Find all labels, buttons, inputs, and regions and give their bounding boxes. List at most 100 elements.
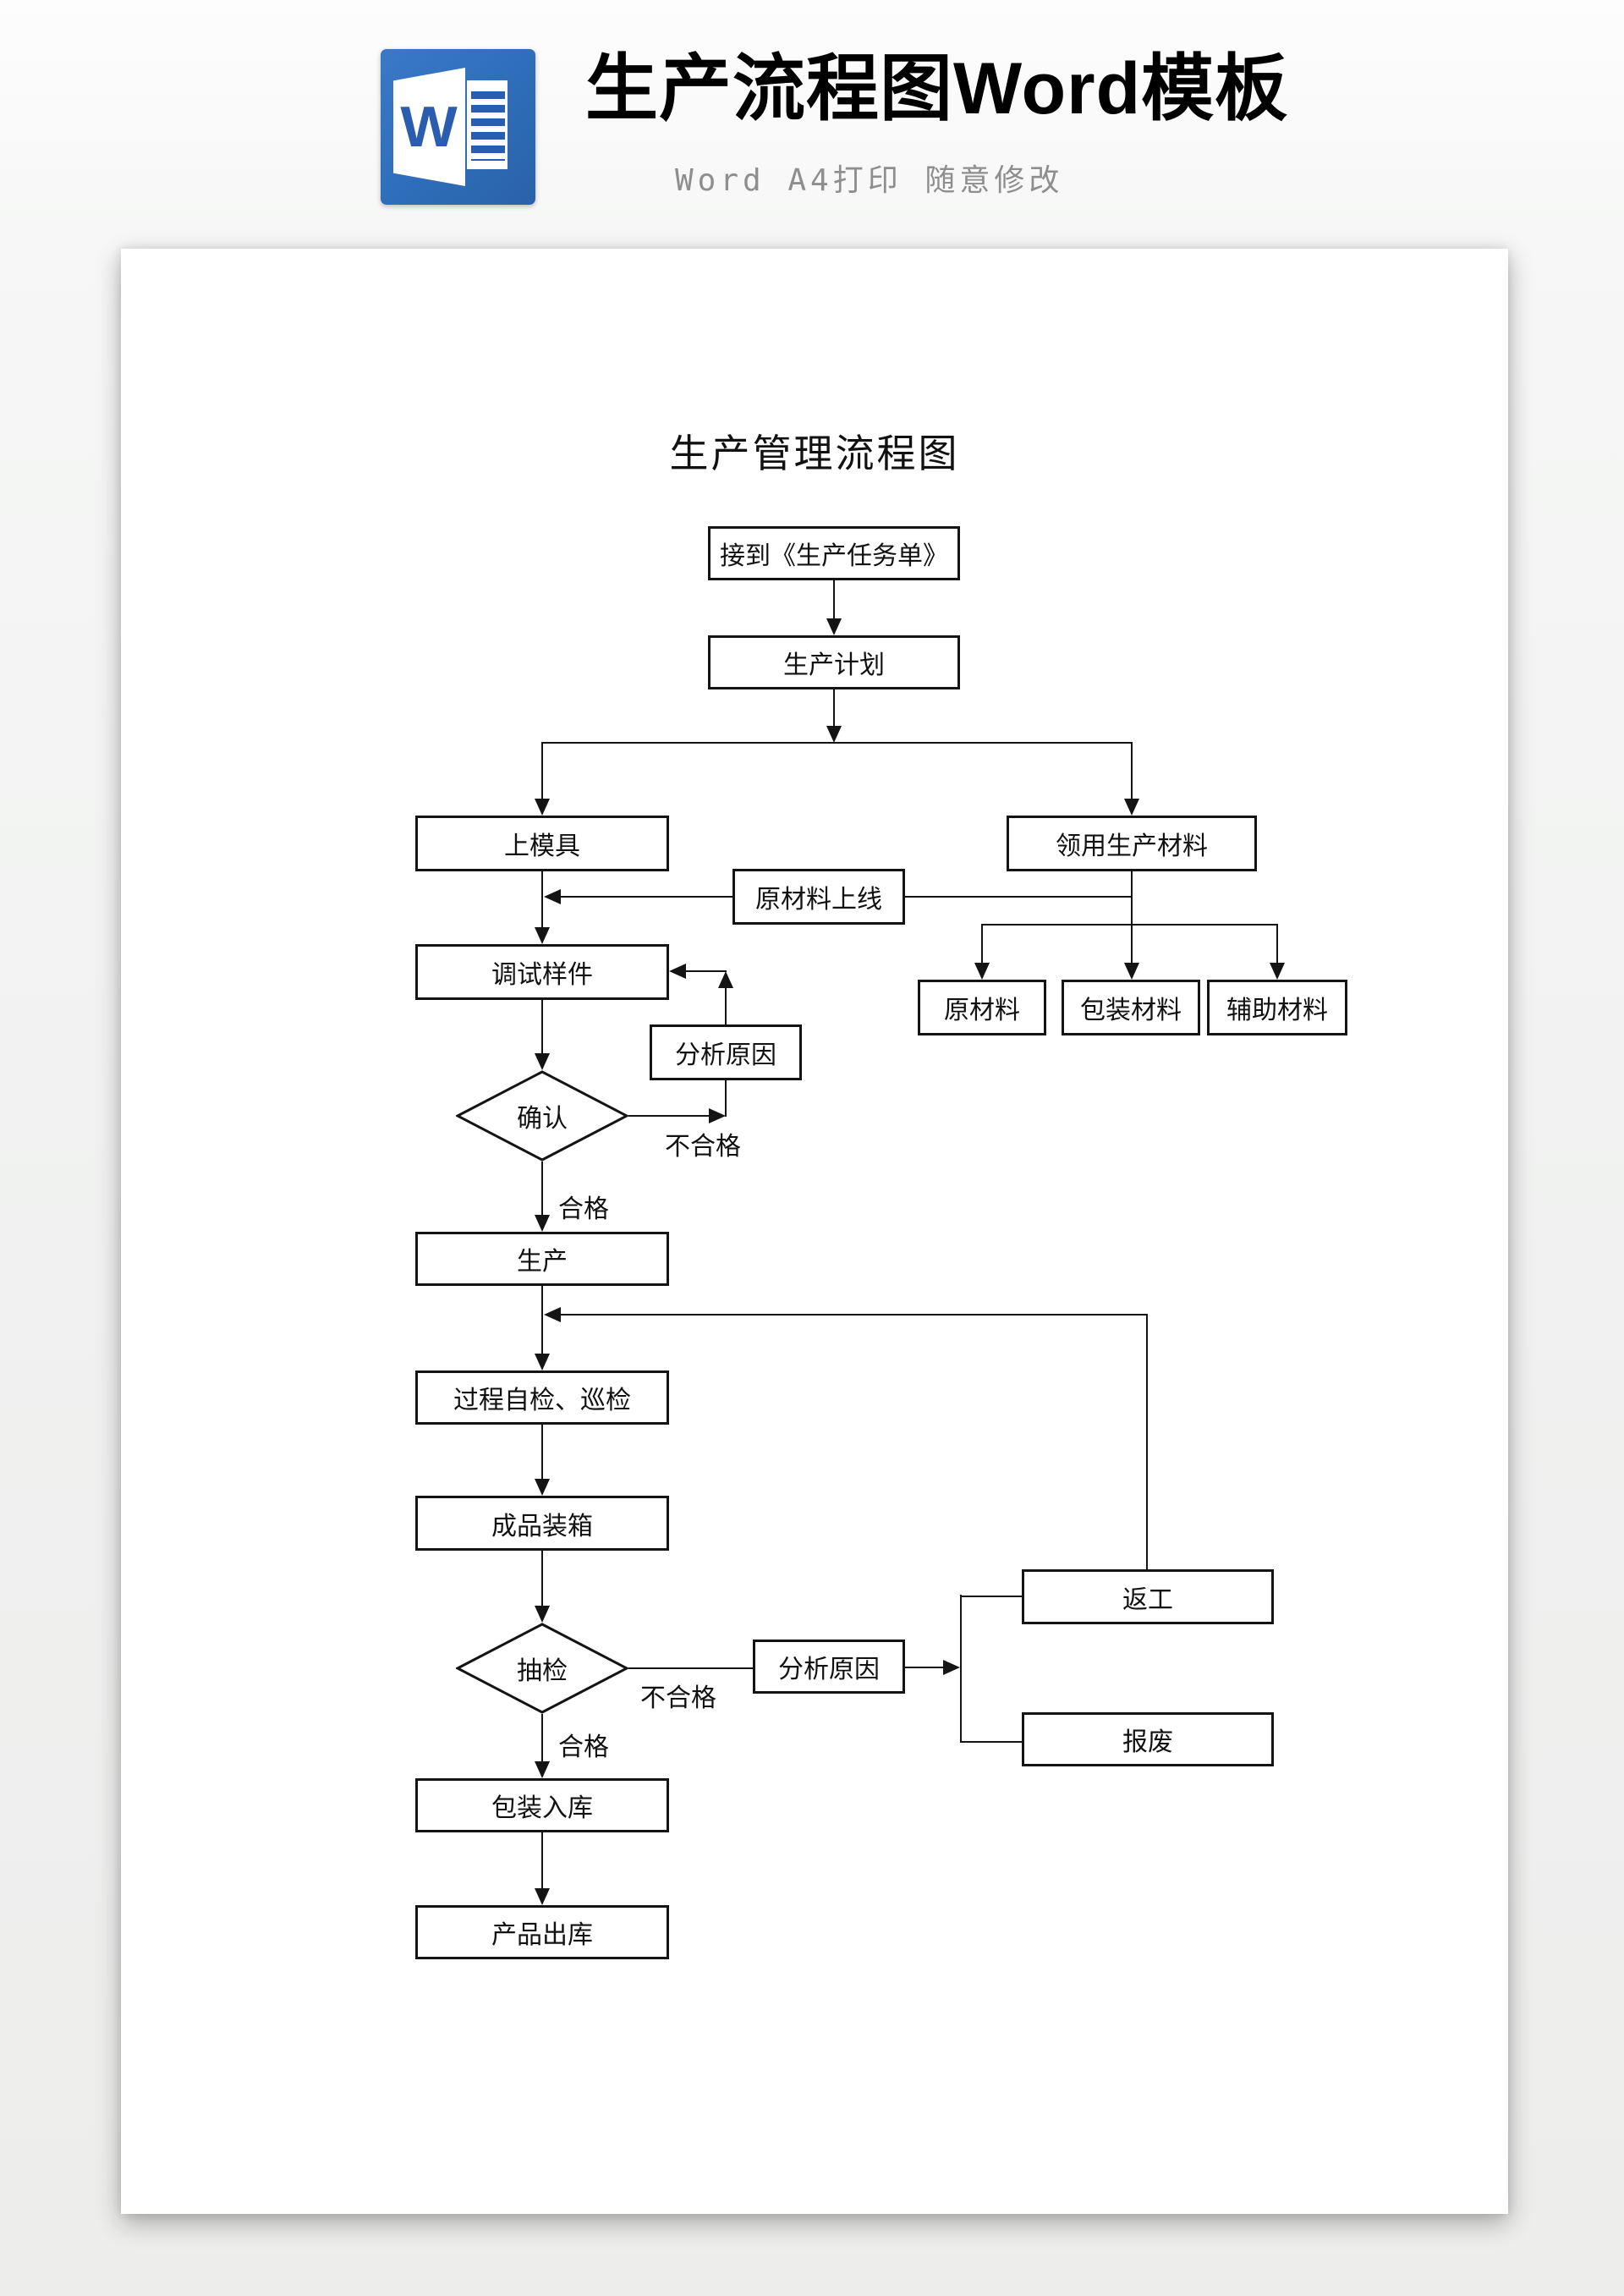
connector-line bbox=[541, 1162, 543, 1215]
connector-arrowhead-up bbox=[718, 971, 733, 988]
node-label-task-order: 接到《生产任务单》 bbox=[720, 542, 948, 570]
connector-arrowhead-down bbox=[535, 1354, 550, 1370]
connector-arrowhead-down bbox=[1124, 799, 1139, 816]
connector-arrowhead-down bbox=[535, 1479, 550, 1496]
word-icon-w-panel: W bbox=[393, 68, 465, 186]
connector-line bbox=[833, 689, 835, 726]
node-label-scrap: 报废 bbox=[1122, 1728, 1173, 1756]
connector-arrowhead-right bbox=[709, 1108, 726, 1123]
diagram-title: 生产管理流程图 bbox=[669, 432, 960, 475]
node-label-raw-material-online: 原材料上线 bbox=[755, 886, 882, 914]
node-auxiliary-material: 辅助材料 bbox=[1207, 980, 1347, 1035]
node-label-packaging-material: 包装材料 bbox=[1080, 997, 1182, 1024]
connector-line bbox=[541, 1286, 543, 1354]
node-label-pack-warehouse: 包装入库 bbox=[491, 1794, 593, 1822]
connector-line bbox=[561, 896, 732, 898]
connector-arrowhead-down bbox=[535, 927, 550, 944]
connector-line bbox=[541, 1000, 543, 1053]
connector-line bbox=[686, 970, 727, 972]
connector-line bbox=[981, 924, 1278, 926]
node-process-inspection: 过程自检、巡检 bbox=[415, 1370, 669, 1425]
node-label-process-inspection: 过程自检、巡检 bbox=[453, 1387, 631, 1414]
node-analyze-cause-2: 分析原因 bbox=[753, 1640, 905, 1694]
node-sampling-check: 抽检 bbox=[456, 1623, 628, 1714]
connector-line bbox=[541, 871, 543, 927]
node-label-auxiliary-material: 辅助材料 bbox=[1226, 997, 1328, 1024]
connector-line bbox=[1146, 1315, 1148, 1569]
connector-line bbox=[541, 1714, 543, 1761]
node-analyze-cause-1: 分析原因 bbox=[650, 1024, 802, 1080]
connector-line bbox=[961, 1741, 1022, 1743]
connector-line bbox=[541, 1551, 543, 1606]
connector-arrowhead-down bbox=[535, 799, 550, 816]
connector-line bbox=[960, 1595, 962, 1743]
connector-arrowhead-down bbox=[974, 963, 990, 980]
node-product-delivery: 产品出库 bbox=[415, 1905, 669, 1959]
connector-line bbox=[628, 1667, 753, 1669]
node-label-rework: 返工 bbox=[1122, 1585, 1173, 1614]
node-production-plan: 生产计划 bbox=[708, 635, 960, 689]
connector-arrowhead-down bbox=[1270, 963, 1285, 980]
edge-label: 不合格 bbox=[640, 1684, 716, 1712]
connector-line bbox=[541, 1425, 543, 1479]
connector-line bbox=[725, 988, 727, 1024]
connector-arrowhead-down bbox=[535, 1761, 550, 1778]
connector-line bbox=[905, 1667, 944, 1668]
node-material-request: 领用生产材料 bbox=[1007, 816, 1257, 871]
word-icon-text-lines bbox=[471, 91, 505, 161]
node-label-production: 生产 bbox=[517, 1248, 568, 1276]
word-icon: W bbox=[381, 49, 535, 205]
node-label-raw-material: 原材料 bbox=[944, 997, 1020, 1024]
header: W 生产流程图Word模板 Word A4打印 随意修改 bbox=[0, 0, 1624, 249]
connector-line bbox=[1276, 925, 1278, 963]
word-icon-document bbox=[467, 80, 508, 169]
connector-arrowhead-down bbox=[535, 1053, 550, 1070]
node-confirm: 确认 bbox=[456, 1070, 628, 1162]
page-title: 生产流程图Word模板 bbox=[585, 48, 1289, 129]
node-task-order: 接到《生产任务单》 bbox=[708, 526, 960, 580]
node-product-packing: 成品装箱 bbox=[415, 1496, 669, 1551]
connector-line bbox=[981, 925, 983, 963]
connector-line bbox=[961, 1596, 1022, 1597]
node-label-production-plan: 生产计划 bbox=[783, 651, 885, 679]
node-label-material-request: 领用生产材料 bbox=[1056, 832, 1208, 860]
edge-label: 合格 bbox=[558, 1195, 609, 1223]
node-label-product-packing: 成品装箱 bbox=[491, 1512, 593, 1541]
connector-arrowhead-down bbox=[535, 1888, 550, 1905]
node-raw-material-online: 原材料上线 bbox=[732, 869, 905, 925]
connector-line bbox=[1131, 871, 1133, 963]
node-label-mount-mold: 上模具 bbox=[504, 832, 580, 860]
node-label-debug-sample: 调试样件 bbox=[491, 961, 593, 989]
edge-label: 合格 bbox=[558, 1733, 609, 1761]
node-mount-mold: 上模具 bbox=[415, 816, 669, 871]
node-label-analyze-cause-1: 分析原因 bbox=[675, 1041, 776, 1069]
connector-line bbox=[561, 1314, 1148, 1316]
connector-arrowhead-down bbox=[535, 1215, 550, 1232]
connector-line bbox=[1131, 743, 1133, 799]
connector-arrowhead-left bbox=[544, 889, 561, 904]
connector-line bbox=[541, 1832, 543, 1888]
connector-arrowhead-down bbox=[1124, 963, 1139, 980]
node-scrap: 报废 bbox=[1022, 1712, 1274, 1766]
word-icon-letter: W bbox=[400, 95, 458, 159]
node-label-sampling-check: 抽检 bbox=[517, 1657, 568, 1685]
connector-line bbox=[541, 742, 1133, 744]
connector-arrowhead-left bbox=[669, 964, 686, 979]
connector-arrowhead-down bbox=[826, 726, 842, 743]
connector-arrowhead-left bbox=[544, 1307, 561, 1322]
edge-label: 不合格 bbox=[665, 1133, 741, 1161]
connector-line bbox=[833, 580, 835, 620]
node-rework: 返工 bbox=[1022, 1569, 1274, 1624]
node-label-confirm: 确认 bbox=[517, 1105, 568, 1133]
node-label-analyze-cause-2: 分析原因 bbox=[778, 1656, 880, 1684]
connector-line bbox=[905, 896, 1132, 898]
node-raw-material: 原材料 bbox=[918, 980, 1046, 1035]
node-pack-warehouse: 包装入库 bbox=[415, 1778, 669, 1832]
node-production: 生产 bbox=[415, 1232, 669, 1286]
connector-line bbox=[725, 1080, 727, 1117]
connector-line bbox=[541, 743, 543, 799]
node-label-product-delivery: 产品出库 bbox=[491, 1921, 593, 1949]
connector-arrowhead-right bbox=[943, 1660, 960, 1675]
connector-arrowhead-down bbox=[535, 1606, 550, 1623]
